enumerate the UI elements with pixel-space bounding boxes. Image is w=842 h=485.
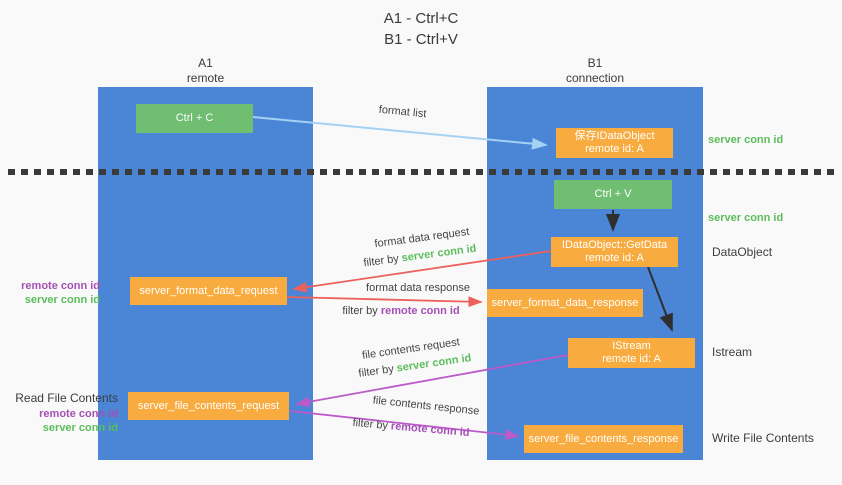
format-data-response-arrow: [286, 296, 483, 308]
server-format-data-request-label: server_format_data_request: [139, 284, 278, 297]
format-data-response-filter-label: filter by remote conn id: [336, 305, 466, 318]
lane-a1-role: remote: [186, 71, 225, 85]
format-request-conn-ids: remote conn id server conn id: [10, 279, 100, 307]
file-request-conn-ids: remote conn id server conn id: [28, 407, 118, 435]
diagram-title: A1 - Ctrl+C B1 - Ctrl+V: [0, 8, 842, 50]
lane-b1-role: connection: [565, 71, 625, 85]
lane-header-b1: B1 connection: [487, 56, 703, 86]
filter-remote-conn-id-2: remote conn id: [390, 420, 471, 440]
write-file-contents-annotation: Write File Contents: [712, 431, 814, 445]
getdata-node: IDataObject::GetData remote id: A: [551, 237, 678, 267]
filter-by-text-3: filter by: [357, 362, 398, 380]
file-contents-response-label: file contents response: [372, 394, 480, 418]
filter-remote-conn-id-1: remote conn id: [380, 305, 460, 317]
ctrl-v-label: Ctrl + V: [594, 188, 632, 200]
dotted-separator: [8, 169, 836, 175]
server-format-data-request-node: server_format_data_request: [130, 277, 287, 305]
title-line-1: A1 - Ctrl+C: [383, 10, 459, 27]
dataobject-annotation: DataObject: [712, 245, 773, 259]
title-line-2: B1 - Ctrl+V: [384, 31, 458, 48]
server-conn-id-annotation-1: server conn id: [708, 134, 784, 146]
file-contents-response-filter-label: filter by remote conn id: [346, 416, 477, 440]
server-conn-id-annotation-2: server conn id: [708, 212, 784, 224]
server-file-contents-response-node: server_file_contents_response: [524, 425, 683, 453]
save-dataobject-node: 保存IDataObject remote id: A: [556, 128, 673, 158]
server-format-data-response-label: server_format_data_response: [491, 296, 639, 309]
format-list-label: format list: [378, 103, 427, 121]
server-file-contents-response-label: server_file_contents_response: [528, 432, 679, 445]
getdata-line2: remote id: A: [585, 252, 644, 264]
ctrl-c-node: Ctrl + C: [136, 104, 253, 133]
remote-conn-id-annotation-2: remote conn id: [39, 408, 118, 420]
lane-a1-name: A1: [198, 56, 213, 70]
lane-b1-name: B1: [587, 56, 603, 70]
save-dataobject-line2: remote id: A: [585, 143, 644, 155]
istream-annotation: Istream: [712, 345, 753, 359]
lane-header-a1: A1 remote: [98, 56, 313, 86]
format-data-response-label: format data response: [366, 282, 470, 294]
server-format-data-response-node: server_format_data_response: [487, 289, 643, 317]
ctrl-v-node: Ctrl + V: [554, 180, 672, 209]
filter-by-text-1: filter by: [362, 252, 403, 270]
remote-conn-id-annotation-1: remote conn id: [21, 280, 100, 292]
server-conn-id-annotation-left-2: server conn id: [42, 422, 118, 434]
ctrl-c-label: Ctrl + C: [175, 112, 214, 124]
read-file-contents-annotation: Read File Contents: [15, 391, 118, 405]
getdata-line1: IDataObject::GetData: [561, 239, 668, 251]
istream-line2: remote id: A: [602, 353, 661, 365]
server-file-contents-request-node: server_file_contents_request: [128, 392, 289, 420]
istream-line1: IStream: [612, 340, 651, 352]
istream-node: IStream remote id: A: [568, 338, 695, 368]
save-dataobject-line1: 保存IDataObject: [574, 130, 655, 142]
filter-by-text-4: filter by: [352, 416, 392, 433]
server-file-contents-request-label: server_file_contents_request: [137, 399, 280, 412]
server-conn-id-annotation-left-1: server conn id: [24, 294, 100, 306]
filter-by-text-2: filter by: [342, 305, 381, 317]
